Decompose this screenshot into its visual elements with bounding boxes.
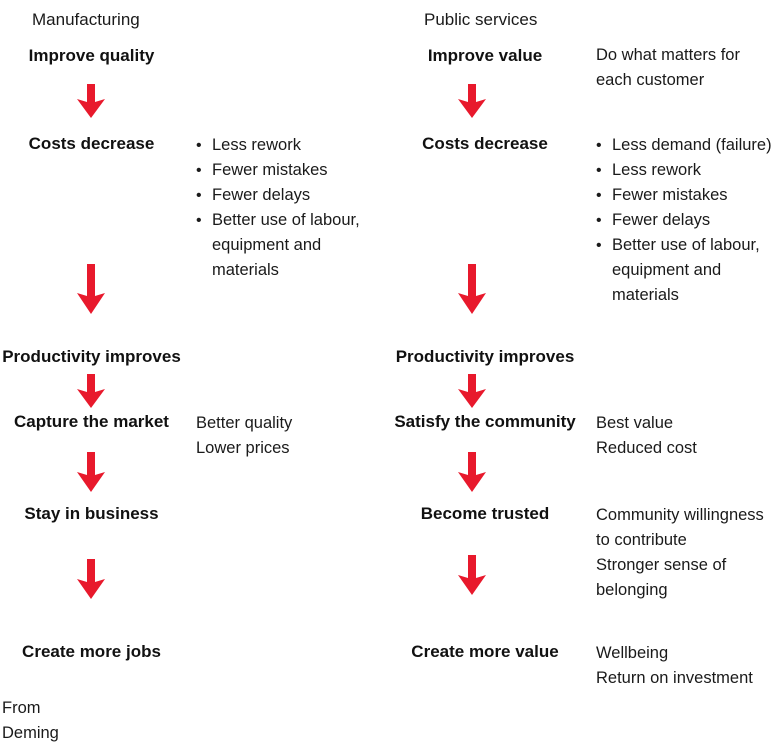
credit-line-deming: Deming	[2, 724, 59, 742]
note-line: Reduced cost	[596, 439, 697, 457]
step-manufacturing-stay-in-business: Stay in business	[24, 504, 159, 523]
down-arrow-icon	[458, 84, 486, 118]
note-line: each customer	[596, 71, 705, 89]
list-item: Better use of labour, equipment and mate…	[596, 233, 783, 308]
column-header-manufacturing: Manufacturing	[32, 10, 140, 29]
step-public-create-more-value: Create more value	[411, 642, 559, 661]
step-public-satisfy-the-community: Satisfy the community	[394, 412, 576, 431]
list-item: Fewer delays	[596, 208, 783, 233]
note-line: Return on investment	[596, 669, 753, 687]
credit-line-from: From	[2, 699, 41, 717]
note-line: Best value	[596, 414, 674, 432]
column-header-public-services: Public services	[424, 10, 538, 29]
note-line: Better quality	[196, 414, 293, 432]
manufacturing-capture-notes: Better quality Lower prices	[196, 411, 292, 461]
list-item: Fewer delays	[196, 183, 386, 208]
down-arrow-icon	[77, 374, 105, 408]
list-item: Less rework	[196, 133, 386, 158]
public-become-trusted-notes: Community willingness to contribute Stro…	[596, 503, 764, 603]
note-line: to contribute	[596, 531, 687, 549]
step-manufacturing-capture-the-market: Capture the market	[14, 412, 169, 431]
step-public-become-trusted: Become trusted	[420, 504, 550, 523]
down-arrow-icon	[77, 264, 105, 314]
note-line: Lower prices	[196, 439, 290, 457]
public-create-value-notes: Wellbeing Return on investment	[596, 641, 753, 691]
step-manufacturing-improve-quality: Improve quality	[28, 46, 155, 65]
down-arrow-icon	[77, 84, 105, 118]
manufacturing-costs-bullet-list: Less rework Fewer mistakes Fewer delays …	[196, 133, 386, 283]
list-item: Fewer mistakes	[196, 158, 386, 183]
step-public-costs-decrease: Costs decrease	[422, 134, 548, 153]
note-line: Community willingness	[596, 506, 764, 524]
public-satisfy-notes: Best value Reduced cost	[596, 411, 697, 461]
step-public-improve-value: Improve value	[427, 46, 543, 65]
public-costs-bullet-list: Less demand (failure) Less rework Fewer …	[596, 133, 783, 308]
note-line: belonging	[596, 581, 668, 599]
public-improve-value-notes: Do what matters for each customer	[596, 43, 740, 93]
list-item: Better use of labour, equipment and mate…	[196, 208, 386, 283]
note-line: Wellbeing	[596, 644, 669, 662]
down-arrow-icon	[458, 374, 486, 408]
step-manufacturing-productivity-improves: Productivity improves	[2, 347, 181, 366]
step-manufacturing-costs-decrease: Costs decrease	[28, 134, 155, 153]
source-credit: From Deming	[2, 696, 59, 746]
note-line: Stronger sense of	[596, 556, 727, 574]
down-arrow-icon	[77, 559, 105, 599]
down-arrow-icon	[458, 555, 486, 595]
down-arrow-icon	[77, 452, 105, 492]
down-arrow-icon	[458, 264, 486, 314]
down-arrow-icon	[458, 452, 486, 492]
list-item: Fewer mistakes	[596, 183, 783, 208]
list-item: Less rework	[596, 158, 783, 183]
note-line: Do what matters for	[596, 46, 740, 64]
step-manufacturing-create-more-jobs: Create more jobs	[22, 642, 161, 661]
step-public-productivity-improves: Productivity improves	[395, 347, 575, 366]
list-item: Less demand (failure)	[596, 133, 783, 158]
